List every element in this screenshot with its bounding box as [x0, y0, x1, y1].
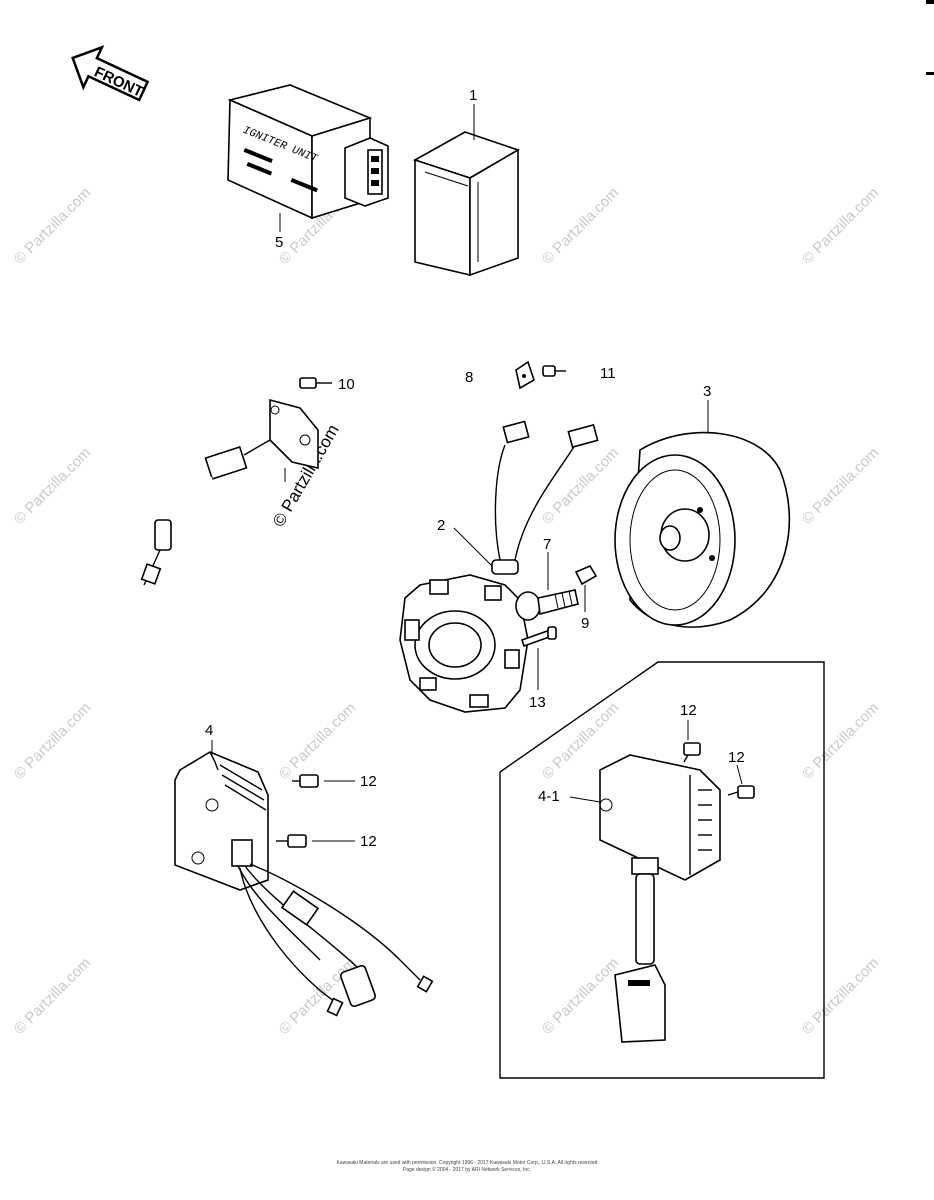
- watermark: © Partzilla.com: [539, 954, 622, 1037]
- watermark: © Partzilla.com: [539, 444, 622, 527]
- copyright-footer-line2: Page design © 2004 - 2017 by ARI Network…: [402, 1167, 532, 1173]
- part-12-bolt: [683, 742, 701, 763]
- callout-7: 7: [543, 536, 551, 553]
- callout-1: 1: [469, 87, 477, 104]
- callout-3: 3: [703, 383, 711, 400]
- part-13-screw: [520, 626, 557, 648]
- part-3-rotor: [614, 431, 791, 628]
- watermark: © Partzilla.com: [11, 184, 94, 267]
- watermark: © Partzilla.com: [276, 954, 359, 1037]
- callout-2: 2: [437, 517, 445, 534]
- callout-12: 12: [728, 749, 745, 766]
- callout-12: 12: [360, 773, 377, 790]
- part-12-bolt: [276, 834, 307, 848]
- watermark: © Partzilla.com: [799, 184, 882, 267]
- part-10-bracket: [140, 377, 332, 586]
- part-11-screw: [542, 365, 566, 377]
- callout-12: 12: [680, 702, 697, 719]
- callout-13: 13: [529, 694, 546, 711]
- watermark: © Partzilla.com: [539, 184, 622, 267]
- part-4-1-regulator: [599, 754, 721, 1043]
- watermark: © Partzilla.com: [799, 444, 882, 527]
- watermark: © Partzilla.com: [11, 444, 94, 527]
- part-5-igniter-unit: IGNITER UNIT: [227, 84, 389, 220]
- watermark: © Partzilla.com: [799, 699, 882, 782]
- watermark: © Partzilla.com: [11, 954, 94, 1037]
- part-2-stator: [399, 420, 599, 713]
- inset-box: [499, 661, 825, 1079]
- part-1-cover: [413, 131, 520, 277]
- callout-12: 12: [360, 833, 377, 850]
- callout-9: 9: [581, 615, 589, 632]
- part-9-key: [574, 564, 598, 586]
- part-12-bolt: [292, 774, 319, 788]
- callout-4-1: 4-1: [538, 788, 560, 805]
- edge-mark: [926, 72, 934, 75]
- watermark: © Partzilla.com: [11, 699, 94, 782]
- watermark: © Partzilla.com: [799, 954, 882, 1037]
- edge-mark: [926, 0, 934, 4]
- callout-4: 4: [205, 722, 213, 739]
- callout-5: 5: [275, 234, 283, 251]
- front-arrow-icon: FRONT: [71, 45, 150, 102]
- part-12-bolt: [727, 785, 755, 799]
- callout-8: 8: [465, 369, 473, 386]
- callouts: 1 5 10 8 11 3 2 7 9 13 4 12 12 4-1 12 12: [205, 87, 745, 850]
- part-4-regulator: [174, 751, 434, 1017]
- watermark: © Partzilla.com: [276, 699, 359, 782]
- copyright-footer-line1: Kawasaki Materials are used with permiss…: [336, 1160, 598, 1166]
- callout-11: 11: [600, 365, 616, 382]
- part-8-clamp: [515, 360, 535, 390]
- callout-10: 10: [338, 376, 355, 393]
- part-7-bolt: [515, 589, 579, 621]
- leader-lines: [211, 104, 743, 842]
